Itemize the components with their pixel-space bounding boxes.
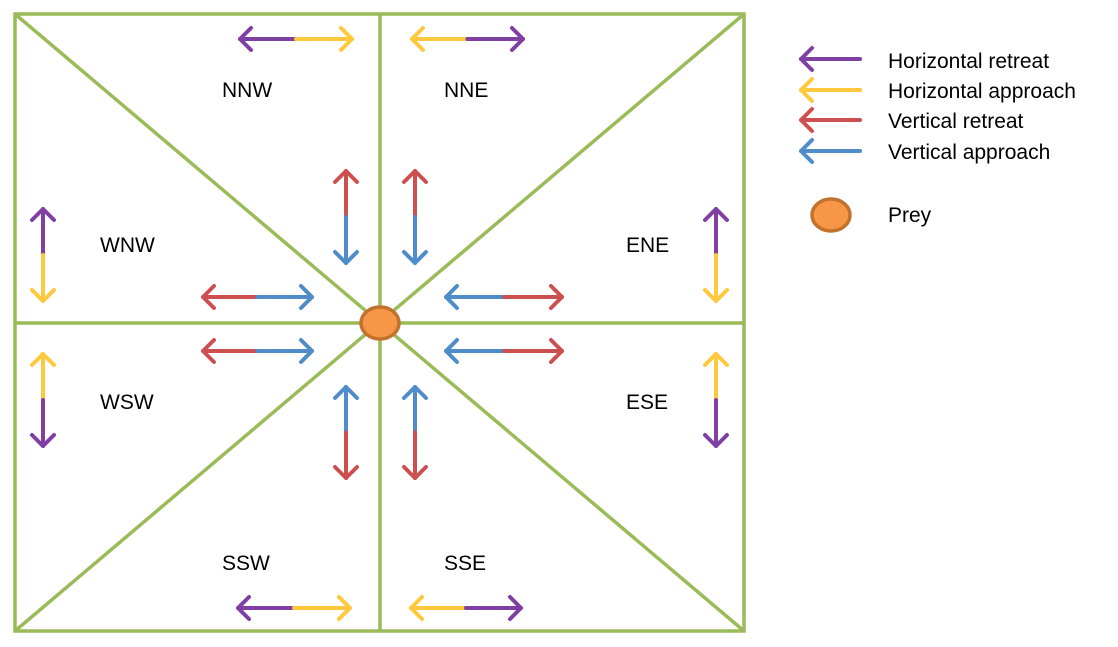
legend-prey-icon [810,197,852,233]
arrow-ssw-horizontal [236,595,352,621]
arrow-head [333,169,359,184]
legend-prey-label: Prey [888,204,932,227]
legend-horizontal-retreat-arrow [799,46,862,72]
arrow-head [201,284,216,310]
arrow-head [30,288,56,303]
arrow-wsw-horizontal [201,338,314,364]
legend-arrows [799,46,862,164]
arrow-head [703,288,729,303]
arrow-head [402,250,428,265]
arrow-wsw-vertical [30,352,56,448]
sector-labels: NNW NNE WNW ENE WSW ESE SSW SSE [100,79,669,575]
arrow-head [337,595,352,621]
arrow-head [508,595,523,621]
arrow-head [444,338,459,364]
sector-label-wnw: WNW [100,234,155,257]
arrow-head [30,352,56,367]
sector-label-ese: ESE [626,391,668,414]
arrow-head [444,284,459,310]
arrow-ssw-vertical [333,385,359,480]
arrow-head [549,338,564,364]
arrow-ese-horizontal [444,338,564,364]
arrow-head [30,433,56,448]
arrow-head [409,595,424,621]
arrow-nne-horizontal [410,26,525,52]
arrow-nnw-horizontal [238,26,354,52]
arrow-head [299,284,314,310]
arrow-nnw-vertical [333,169,359,265]
arrow-head [333,385,359,400]
legend-vertical-approach-label: Vertical approach [888,141,1050,164]
arrow-head [333,250,359,265]
arrow-wnw-horizontal [201,284,314,310]
arrow-head [402,169,428,184]
arrow-head [299,338,314,364]
arrow-head [402,385,428,400]
legend-vertical-retreat-arrow [799,107,862,133]
arrow-head [236,595,251,621]
arrow-head [339,26,354,52]
legend: Horizontal retreat Horizontal approach V… [799,46,1076,233]
arrow-sse-horizontal [409,595,523,621]
movement-arrows [30,26,729,621]
arrow-head [201,338,216,364]
sector-label-wsw: WSW [100,391,154,414]
sector-label-ssw: SSW [222,552,270,575]
arrow-ese-vertical [703,352,729,448]
arrow-head [799,46,814,72]
arrow-head [402,465,428,480]
arrow-head [549,284,564,310]
prey-marker [359,305,401,341]
sector-label-sse: SSE [444,552,486,575]
arrow-head [703,352,729,367]
arrow-head [703,433,729,448]
arrow-ene-vertical [703,207,729,303]
arrow-wnw-vertical [30,207,56,303]
legend-horizontal-approach-arrow [799,77,862,103]
sector-label-ene: ENE [626,234,669,257]
legend-vertical-approach-arrow [799,138,862,164]
legend-vertical-retreat-label: Vertical retreat [888,110,1024,133]
arrow-head [703,207,729,222]
arrow-ene-horizontal [444,284,564,310]
legend-horizontal-retreat-label: Horizontal retreat [888,50,1049,73]
arrow-head [510,26,525,52]
arrow-head [30,207,56,222]
sector-label-nnw: NNW [222,79,272,102]
arrow-head [238,26,253,52]
arrow-head [410,26,425,52]
arrow-head [333,465,359,480]
arrow-head [799,107,814,133]
sector-label-nne: NNE [444,79,488,102]
arrow-head [799,138,814,164]
arrow-head [799,77,814,103]
arrow-sse-vertical [402,385,428,480]
arrow-nne-vertical [402,169,428,265]
legend-horizontal-approach-label: Horizontal approach [888,80,1076,103]
